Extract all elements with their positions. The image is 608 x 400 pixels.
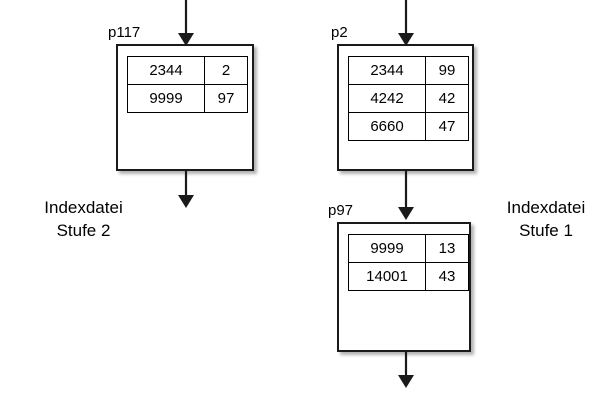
arrow-into-p2: [398, 0, 414, 46]
entry-key: 6660: [348, 112, 426, 141]
table-row: 2344 99: [348, 56, 469, 85]
entry-pointer: 42: [425, 84, 469, 113]
entry-key: 4242: [348, 84, 426, 113]
caption-left: Indexdatei Stufe 2: [16, 197, 151, 243]
entry-key: 2344: [127, 56, 205, 85]
table-row: 14001 43: [348, 262, 469, 291]
arrow-p2-to-p97: [398, 170, 414, 220]
entry-table-p97: 9999 13 14001 43: [348, 234, 469, 291]
caption-left-line2: Stufe 2: [56, 220, 111, 240]
block-label-p117: p117: [108, 24, 141, 41]
table-row: 9999 97: [127, 84, 248, 113]
caption-right-line1: Indexdatei: [506, 198, 586, 217]
entry-pointer: 47: [425, 112, 469, 141]
entry-pointer: 97: [204, 84, 248, 113]
entry-pointer: 43: [425, 262, 469, 291]
caption-right: Indexdatei Stufe 1: [487, 197, 605, 243]
table-row: 6660 47: [348, 112, 469, 141]
entry-pointer: 2: [204, 56, 248, 85]
entry-key: 9999: [127, 84, 205, 113]
block-label-p2: p2: [331, 24, 348, 41]
table-row: 4242 42: [348, 84, 469, 113]
caption-left-line1: Indexdatei: [44, 198, 123, 217]
arrow-out-of-p117: [178, 170, 194, 208]
entry-table-p117: 2344 2 9999 97: [127, 56, 248, 113]
table-row: 2344 2: [127, 56, 248, 85]
entry-pointer: 99: [425, 56, 469, 85]
entry-key: 14001: [348, 262, 426, 291]
caption-right-line2: Stufe 1: [519, 220, 573, 240]
block-label-p97: p97: [328, 202, 354, 219]
entry-key: 2344: [348, 56, 426, 85]
entry-table-p2: 2344 99 4242 42 6660 47: [348, 56, 469, 141]
entry-pointer: 13: [425, 234, 469, 263]
arrow-into-p117: [178, 0, 194, 46]
entry-key: 9999: [348, 234, 426, 263]
table-row: 9999 13: [348, 234, 469, 263]
arrow-out-of-p97: [398, 352, 414, 388]
